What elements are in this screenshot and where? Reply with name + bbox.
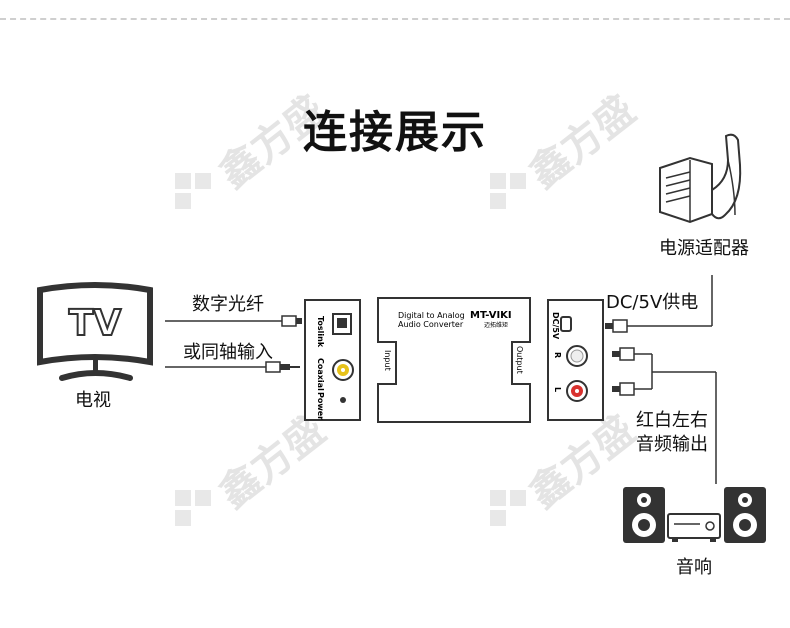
optical-input-label: 数字光纤 <box>192 294 264 315</box>
tv-label: 电视 <box>75 390 111 411</box>
speaker-system-icon <box>623 487 766 543</box>
watermark-logo-icon <box>175 490 211 526</box>
tv-logo: TV <box>69 303 122 344</box>
audio-output-label-line1: 红白左右 <box>636 410 708 431</box>
device-body: Digital to Analog Audio Converter MT-VIK… <box>377 297 531 423</box>
watermark-logo-icon <box>490 490 526 526</box>
coaxial-cable <box>165 361 300 373</box>
optical-cable <box>165 315 302 327</box>
power-adapter-label: 电源适配器 <box>659 238 749 259</box>
dc-power-cable <box>605 275 713 333</box>
device-left-panel: Toslink Coaxial Power <box>304 299 361 421</box>
power-adapter-icon <box>659 133 742 224</box>
toslink-port-label: Toslink <box>316 316 325 348</box>
output-label: Output <box>515 346 524 374</box>
top-dashed-divider <box>0 18 790 20</box>
rca-audio-cable <box>612 347 717 484</box>
power-led-label: Power <box>316 392 325 420</box>
r-port-label: R <box>553 352 562 358</box>
device-right-panel: DC/5V R L <box>547 299 604 421</box>
device-title-line2: Audio Converter <box>398 320 464 329</box>
l-port-label: L <box>553 387 562 392</box>
input-label: Input <box>383 350 392 371</box>
audio-output-label-line2: 音频输出 <box>636 434 708 455</box>
device-title-line1: Digital to Analog <box>398 311 465 320</box>
watermark-logo-icon <box>175 173 211 209</box>
tv-icon: TV <box>37 282 153 381</box>
coaxial-input-label: 或同轴输入 <box>183 342 273 363</box>
page-title: 连接展示 <box>303 107 487 158</box>
brand-logo-cn: 迈拓维矩 <box>484 321 508 329</box>
watermark-logo-icon <box>490 173 526 209</box>
coaxial-port-label: Coaxial <box>316 358 325 391</box>
brand-logo: MT-VIKI <box>470 310 512 321</box>
speaker-label: 音响 <box>676 557 712 578</box>
dc-port-label: DC/5V <box>551 312 560 340</box>
dc-power-label: DC/5V供电 <box>606 292 699 313</box>
